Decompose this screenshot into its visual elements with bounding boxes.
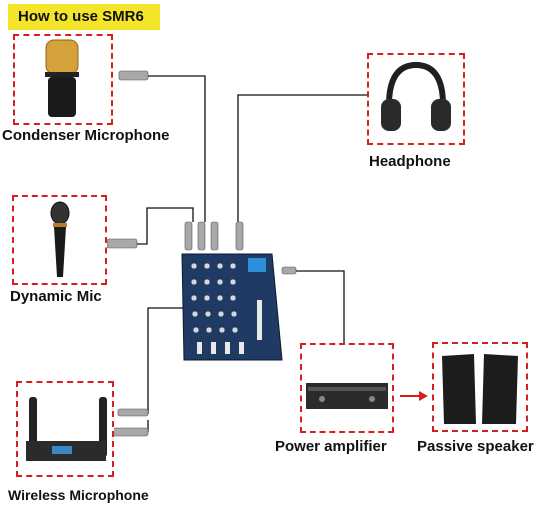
plug-top-2 <box>198 222 205 250</box>
wire-condenser-to-mixer <box>148 76 205 222</box>
plug-top-4 <box>236 222 243 250</box>
jack-plug-output <box>282 267 296 274</box>
condenser-mic-label: Condenser Microphone <box>2 127 170 144</box>
wire-wireless-to-mixer <box>148 308 183 414</box>
power-amp-label: Power amplifier <box>275 438 387 455</box>
wireless-microphone-icon <box>18 383 112 475</box>
speaker-frame <box>432 342 528 432</box>
passive-speaker-icon <box>434 344 526 430</box>
jack-plug-wireless-2 <box>113 428 148 436</box>
headphone-frame <box>367 53 465 145</box>
power-amplifier-icon <box>302 345 392 431</box>
headphone-icon <box>369 55 463 143</box>
plug-top-3 <box>211 222 218 250</box>
audio-mixer-icon <box>182 254 282 360</box>
condenser-microphone-icon <box>15 36 111 123</box>
jack-plug-wireless-1 <box>118 409 148 416</box>
arrow-amp-to-speaker <box>400 391 428 401</box>
wire-dynamic-to-mixer <box>137 208 193 244</box>
dynamic-mic-label: Dynamic Mic <box>10 288 102 305</box>
wireless-mic-label: Wireless Microphone <box>8 487 149 503</box>
dynamic-microphone-icon <box>14 197 105 283</box>
speaker-label: Passive speaker <box>417 438 534 455</box>
wire-headphone-to-mixer <box>238 95 368 222</box>
condenser-mic-frame <box>13 34 113 125</box>
xlr-plug-condenser <box>119 71 148 80</box>
power-amp-frame <box>300 343 394 433</box>
dynamic-mic-frame <box>12 195 107 285</box>
wire-mixer-to-amp <box>295 271 344 343</box>
mixer-display <box>248 258 266 272</box>
wireless-mic-frame <box>16 381 114 477</box>
headphone-label: Headphone <box>369 153 451 170</box>
plug-top-1 <box>185 222 192 250</box>
xlr-plug-dynamic <box>107 239 137 248</box>
